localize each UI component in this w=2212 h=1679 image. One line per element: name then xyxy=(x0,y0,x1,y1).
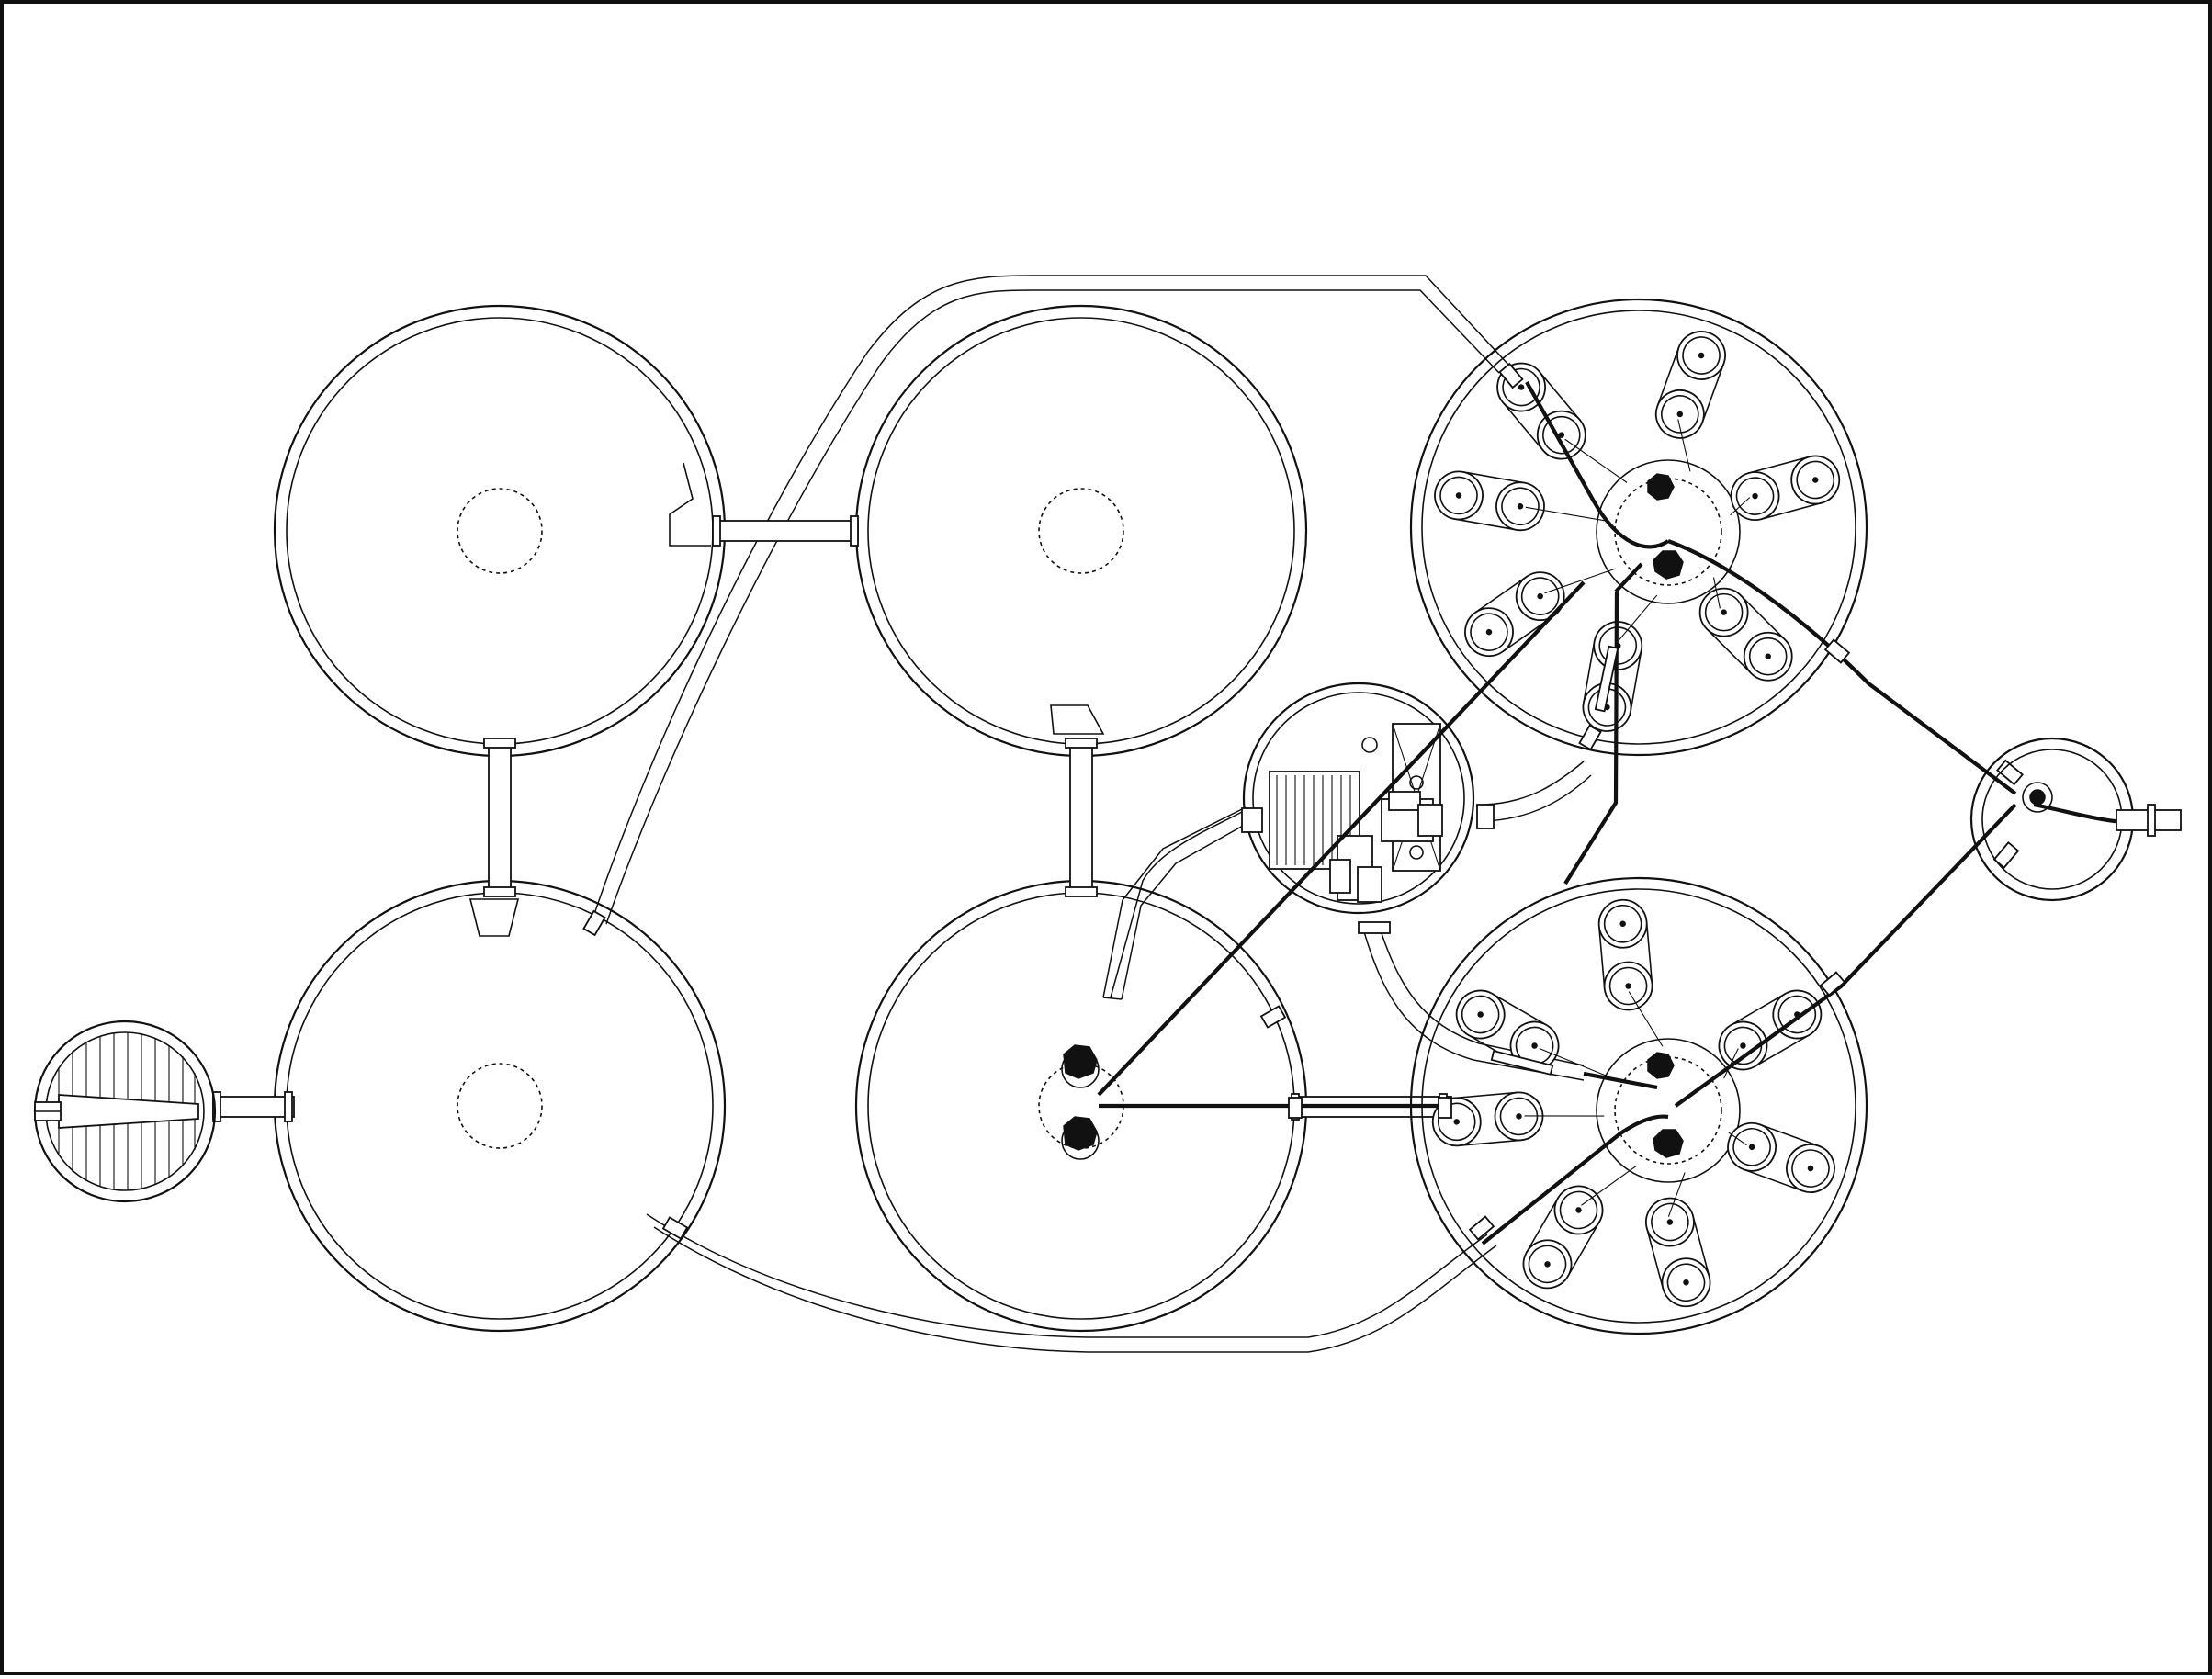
tank-bottom-right xyxy=(1411,878,1867,1334)
connector-a-b xyxy=(713,516,858,546)
aerator-unit xyxy=(1726,451,1845,525)
aerator-unit xyxy=(1690,579,1802,691)
pump-head-icon xyxy=(1653,551,1683,579)
sump-far-left xyxy=(35,1021,215,1201)
tank-top-middle xyxy=(856,306,1306,756)
pond-network-plan-drawing xyxy=(4,4,2212,1679)
pipe-filter-to-ring-top xyxy=(1484,761,1591,821)
tank-d-pumps xyxy=(1062,1045,1099,1159)
aerator-unit xyxy=(1710,982,1830,1078)
connector-sump-c xyxy=(213,1092,294,1121)
connector-b-d xyxy=(1066,738,1097,896)
valve-icon xyxy=(2030,790,2045,805)
aerator-unit xyxy=(1515,1178,1611,1297)
return-pipe-to-tank-d xyxy=(1111,812,1242,997)
pump-head-icon xyxy=(1648,474,1674,500)
pump-head-icon xyxy=(1653,1130,1683,1157)
outlet-hopper-top-middle xyxy=(1051,705,1103,734)
air-vent-icon xyxy=(1362,738,1377,752)
outlet-hopper-bottom-left xyxy=(470,899,518,936)
aerator-unit xyxy=(1649,325,1732,445)
sump-chute xyxy=(59,1095,198,1128)
connector-a-c xyxy=(484,738,515,896)
overflow-racks xyxy=(1492,647,1618,1075)
service-pipe-top-loop xyxy=(592,276,1510,924)
tank-top-right xyxy=(1411,299,1867,755)
aerator-unit xyxy=(1721,1116,1842,1199)
aerator-unit xyxy=(1641,1193,1715,1312)
pump-head-icon xyxy=(1648,1053,1674,1078)
tank-top-left xyxy=(275,306,725,756)
tank-bottom-left xyxy=(275,881,725,1331)
aerator-unit xyxy=(1597,898,1653,1012)
aerator-unit xyxy=(1431,468,1548,534)
